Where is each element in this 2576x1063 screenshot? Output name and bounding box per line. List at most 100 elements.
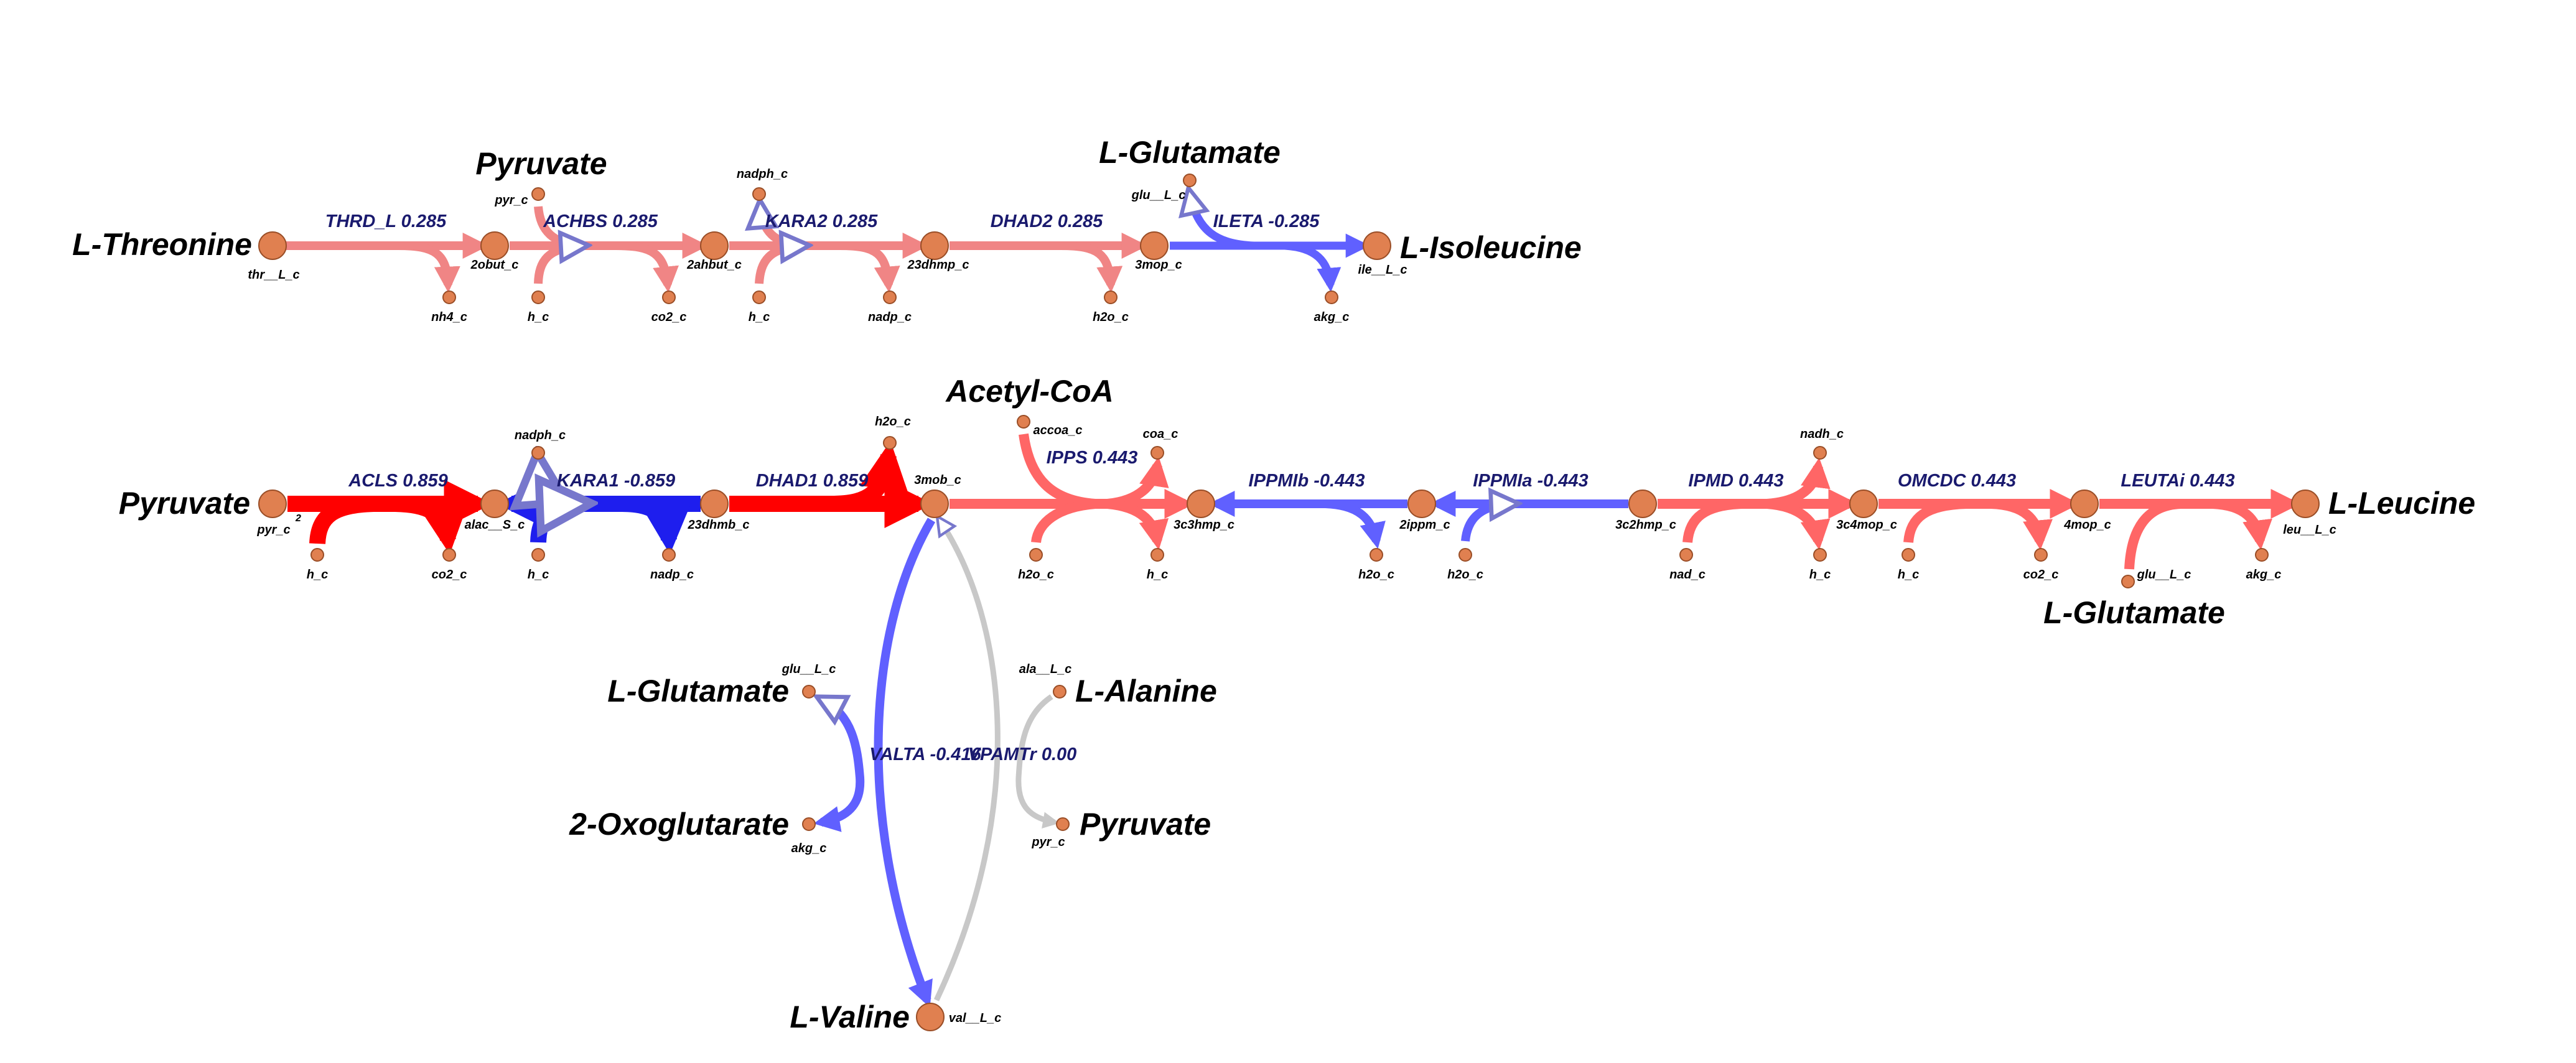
reaction-label-ippmia[interactable]: IPPMIa -0.443 — [1473, 471, 1588, 491]
metabolite-node-nadp-c[interactable] — [883, 290, 897, 304]
metabolite-node-h-c[interactable] — [531, 290, 545, 304]
reaction-achbs[interactable] — [510, 206, 709, 293]
metabolite-node-glu-l-c[interactable] — [1183, 174, 1197, 187]
reaction-label-leutai[interactable]: LEUTAi 0.443 — [2121, 471, 2234, 491]
metabolite-node-alac-s-c[interactable] — [480, 490, 509, 518]
reaction-flux: -0.285 — [1268, 211, 1320, 231]
reaction-id: KARA1 — [557, 471, 619, 491]
reaction-ileta[interactable] — [1170, 194, 1370, 292]
metabolite-node-4mop-c[interactable] — [2070, 490, 2099, 518]
metabolite-node-2obut-c[interactable] — [480, 231, 509, 260]
metabolite-node-akg-c[interactable] — [2255, 548, 2269, 562]
metabolite-node-val-l-c[interactable] — [916, 1003, 945, 1031]
metabolite-id: thr__L_c — [248, 268, 299, 282]
metabolite-node-ala-l-c[interactable] — [1053, 685, 1066, 699]
metabolite-node-23dhmp-c[interactable] — [920, 231, 949, 260]
metabolite-node-nadp-c[interactable] — [662, 548, 676, 562]
reaction-vpamtr[interactable] — [933, 520, 1060, 1001]
metabolite-node-3c4mop-c[interactable] — [1849, 490, 1878, 518]
reaction-label-ipmd[interactable]: IPMD 0.443 — [1688, 471, 1783, 491]
metabolite-node-nh4-c[interactable] — [442, 290, 456, 304]
metabolite-node-h-c[interactable] — [1902, 548, 1915, 562]
reaction-kara1[interactable] — [497, 465, 701, 555]
metabolite-node-akg-c[interactable] — [802, 817, 816, 831]
reaction-kara2[interactable] — [729, 207, 929, 293]
metabolite-node-akg-c[interactable] — [1325, 290, 1338, 304]
reaction-label-acls[interactable]: ACLS 0.859 — [348, 471, 448, 491]
metabolite-node-nad-c[interactable] — [1679, 548, 1693, 562]
reaction-label-thrd-l[interactable]: THRD_L 0.285 — [325, 211, 447, 231]
reaction-ipps[interactable] — [950, 433, 1195, 550]
metabolite-node-glu-l-c[interactable] — [2121, 575, 2135, 588]
metabolite-node-thr-l-c[interactable] — [258, 231, 287, 260]
metabolite-node-co2-c[interactable] — [2034, 548, 2048, 562]
metabolite-node-ile-l-c[interactable] — [1363, 231, 1391, 260]
metabolite-node-nadph-c[interactable] — [531, 446, 545, 460]
metabolite-node-h2o-c[interactable] — [1104, 290, 1118, 304]
metabolite-node-h2o-c[interactable] — [1029, 548, 1043, 562]
metabolite-node-accoa-c[interactable] — [1017, 415, 1030, 429]
metabolite-id: h_c — [1809, 568, 1831, 582]
metabolite-node-co2-c[interactable] — [662, 290, 676, 304]
reaction-dhad2[interactable] — [950, 233, 1148, 293]
reaction-label-omcdc[interactable]: OMCDC 0.443 — [1898, 471, 2016, 491]
metabolite-node-pyr-c[interactable] — [258, 490, 287, 518]
reaction-id: IPPMIa — [1473, 471, 1532, 491]
metabolite-node-pyr-c[interactable] — [1056, 817, 1070, 831]
reaction-cofactor-arc — [1190, 194, 1254, 250]
metabolite-id: h_c — [1147, 568, 1168, 582]
metabolite-node-leu-l-c[interactable] — [2291, 490, 2320, 518]
reaction-ippmia[interactable] — [1429, 504, 1628, 542]
metabolite-node-3mop-c[interactable] — [1140, 231, 1169, 260]
reaction-ipmd[interactable] — [1658, 457, 1859, 550]
metabolite-node-h-c[interactable] — [531, 548, 545, 562]
reaction-label-kara2[interactable]: KARA2 0.285 — [765, 211, 878, 231]
metabolite-node-2ippm-c[interactable] — [1407, 490, 1436, 518]
metabolite-node-3c2hmp-c[interactable] — [1628, 490, 1657, 518]
reaction-label-vpamtr[interactable]: VPAMTr 0.00 — [968, 745, 1077, 764]
reaction-cofactor-arc — [615, 241, 679, 293]
metabolite-name: L-Isoleucine — [1400, 230, 1582, 265]
metabolite-node-23dhmb-c[interactable] — [700, 490, 729, 518]
metabolite-node-coa-c[interactable] — [1150, 446, 1164, 460]
reaction-flux: 0.443 — [1093, 448, 1138, 468]
metabolite-node-h-c[interactable] — [310, 548, 324, 562]
metabolite-node-pyr-c[interactable] — [531, 187, 545, 201]
reaction-label-kara1[interactable]: KARA1 -0.859 — [557, 471, 675, 491]
reaction-flux: 0.443 — [1971, 471, 2017, 491]
reaction-edge — [391, 496, 469, 555]
reaction-label-ileta[interactable]: ILETA -0.285 — [1213, 211, 1320, 231]
metabolite-node-h-c[interactable] — [752, 290, 766, 304]
reaction-dhad1[interactable] — [729, 440, 933, 528]
metabolite-node-3c3hmp-c[interactable] — [1187, 490, 1215, 518]
reaction-label-dhad1[interactable]: DHAD1 0.859 — [756, 471, 869, 491]
reaction-leutai[interactable] — [2099, 489, 2301, 570]
reaction-label-achbs[interactable]: ACHBS 0.285 — [543, 211, 658, 231]
metabolite-node-h-c[interactable] — [1150, 548, 1164, 562]
reaction-valta[interactable] — [821, 518, 936, 1008]
reaction-acls[interactable] — [287, 480, 493, 555]
metabolite-node-h2o-c[interactable] — [1370, 548, 1383, 562]
metabolite-node-co2-c[interactable] — [442, 548, 456, 562]
metabolite-node-2ahbut-c[interactable] — [700, 231, 729, 260]
metabolite-id: co2_c — [651, 310, 687, 324]
metabolite-node-h2o-c[interactable] — [1458, 548, 1472, 562]
metabolite-node-h2o-c[interactable] — [883, 436, 897, 450]
metabolite-node-glu-l-c[interactable] — [802, 685, 816, 699]
metabolite-node-nadph-c[interactable] — [752, 187, 766, 201]
metabolite-node-3mob-c[interactable] — [920, 490, 949, 518]
reaction-flux: 0.443 — [2190, 471, 2235, 491]
metabolite-id: pyr_c — [1031, 835, 1065, 849]
reaction-label-valta[interactable]: VALTA -0.416 — [869, 745, 981, 764]
reaction-label-dhad2[interactable]: DHAD2 0.285 — [991, 211, 1103, 231]
reaction-label-ipps[interactable]: IPPS 0.443 — [1047, 448, 1138, 468]
metabolite-id: 3c2hmp_c — [1615, 518, 1676, 532]
metabolite-id: nadp_c — [650, 568, 694, 582]
reaction-thrd-l[interactable] — [285, 233, 489, 293]
reaction-ippmib[interactable] — [1208, 491, 1407, 549]
metabolite-id: pyr_c — [256, 523, 290, 537]
reaction-label-ippmib[interactable]: IPPMIb -0.443 — [1249, 471, 1365, 491]
metabolite-node-nadh-c[interactable] — [1813, 446, 1827, 460]
metabolite-node-h-c[interactable] — [1813, 548, 1827, 562]
reaction-omcdc[interactable] — [1878, 489, 2080, 550]
